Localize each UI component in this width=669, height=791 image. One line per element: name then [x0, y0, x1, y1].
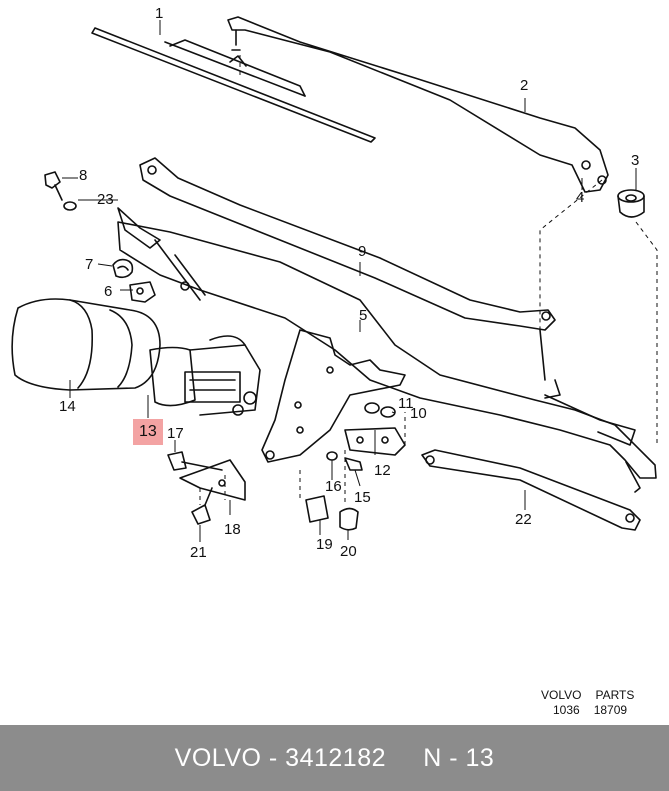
callout-3: 3: [631, 152, 640, 169]
callout-17: 17: [167, 425, 184, 442]
nut-pair-part: [364, 402, 396, 418]
clamp-part: [344, 427, 406, 456]
callout-11: 11: [398, 395, 414, 412]
wiper-blade-part: [91, 27, 376, 143]
callout-5: 5: [359, 307, 368, 324]
callout-2: 2: [520, 77, 529, 94]
footer-bar: VOLVO - 3412182 N - 13: [0, 725, 669, 791]
grommet-part: [112, 258, 134, 279]
callout-10: 10: [410, 405, 427, 422]
brand-code-block: VOLVO PARTS 1036 18709: [541, 688, 634, 718]
clip-part: [129, 281, 156, 303]
wiper-arm-part: [227, 16, 609, 193]
wiper-linkage-diagram: [11, 16, 658, 542]
spacer-part: [305, 495, 359, 531]
callout-9: 9: [358, 243, 367, 260]
part-number-caption: VOLVO - 3412182 N - 13: [174, 743, 495, 772]
motor-part: [11, 298, 261, 416]
callout-6: 6: [104, 283, 113, 300]
callout-16: 16: [325, 478, 342, 495]
callout-22: 22: [515, 511, 532, 528]
callout-18: 18: [224, 521, 241, 538]
short-link-rod-part: [421, 449, 641, 531]
callout-13-highlighted: 13: [133, 419, 163, 445]
callout-4: 4: [576, 189, 585, 206]
drawing-code-b: 18709: [593, 703, 628, 717]
callout-15: 15: [354, 489, 371, 506]
drawing-code-a: 1036: [553, 703, 580, 717]
callout-19: 19: [316, 536, 333, 553]
nut-part: [617, 189, 645, 218]
callout-21: 21: [190, 544, 207, 561]
callout-12: 12: [374, 462, 391, 479]
mounting-bracket-part: [261, 329, 406, 463]
link-rod-part: [139, 157, 556, 331]
callout-1: 1: [155, 5, 164, 22]
callout-8: 8: [79, 167, 88, 184]
bracket-18-part: [167, 451, 246, 525]
brand-name: VOLVO: [541, 688, 582, 702]
callout-14: 14: [59, 398, 76, 415]
callout-7: 7: [85, 256, 94, 273]
wiper-frame-part: [117, 221, 657, 493]
callout-23: 23: [97, 191, 114, 208]
callout-20: 20: [340, 543, 357, 560]
bolt-part: [44, 171, 161, 249]
brand-parts-label: PARTS: [595, 688, 635, 702]
